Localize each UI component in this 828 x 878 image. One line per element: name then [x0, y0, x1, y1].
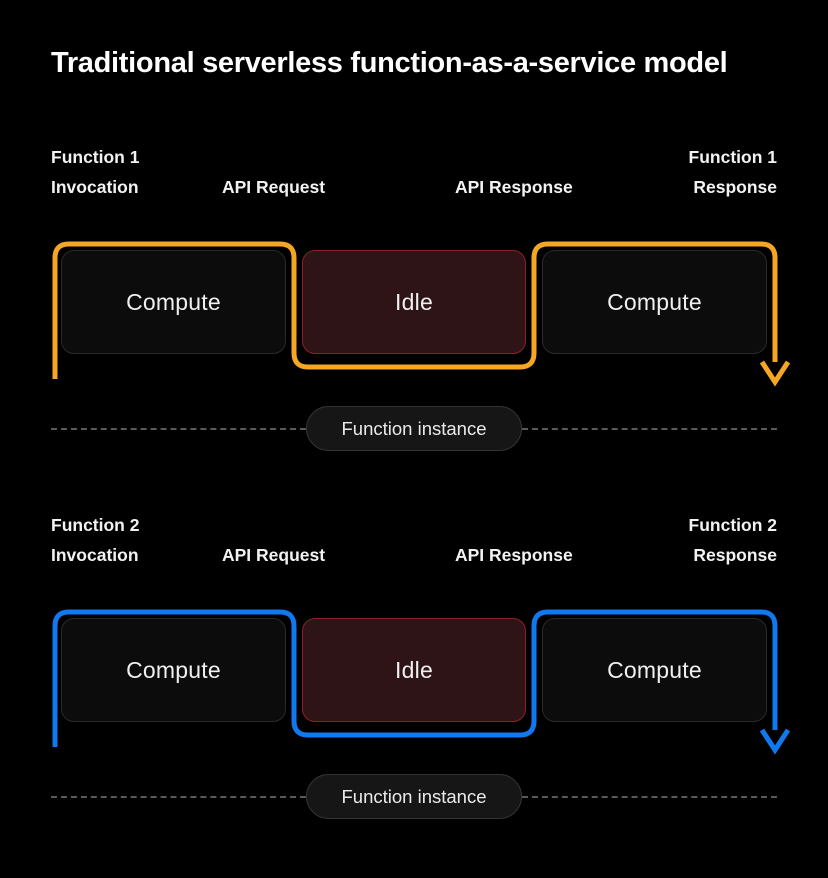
label-invocation-line2: Invocation: [51, 545, 139, 565]
label-response-line1: Function 1: [688, 147, 777, 167]
stage-box-idle: Idle: [302, 618, 526, 722]
label-invocation-line2: Invocation: [51, 177, 139, 197]
label-response-line2: Response: [693, 177, 777, 197]
execution-path-line: [52, 609, 791, 755]
dashed-line-left: [51, 428, 306, 430]
dashed-line-left: [51, 796, 306, 798]
stage-box-compute-2: Compute: [542, 250, 767, 354]
stage-box-idle: Idle: [302, 250, 526, 354]
stage-label: Compute: [607, 656, 702, 683]
page-title: Traditional serverless function-as-a-ser…: [51, 47, 728, 79]
label-api-request: API Request: [222, 545, 326, 565]
label-response-line2: Response: [693, 545, 777, 565]
stage-label: Compute: [126, 288, 221, 315]
execution-path-line: [52, 241, 791, 387]
function-instance-pill: Function instance: [306, 774, 522, 819]
stage-label: Idle: [395, 288, 433, 315]
function-instance-pill: Function instance: [306, 406, 522, 451]
stage-label: Compute: [126, 656, 221, 683]
function-instance-divider: Function instance: [0, 406, 828, 452]
dashed-line-right: [522, 428, 777, 430]
label-function-response: Function 2 Response: [689, 510, 777, 570]
stage-box-compute-1: Compute: [61, 250, 286, 354]
label-api-response: API Response: [455, 177, 573, 197]
label-api-response: API Response: [455, 545, 573, 565]
label-invocation-line1: Function 1: [51, 147, 140, 167]
function-instance-divider: Function instance: [0, 774, 828, 820]
label-response-line1: Function 2: [688, 515, 777, 535]
label-api-request: API Request: [222, 177, 326, 197]
label-function-invocation: Function 1 Invocation: [51, 142, 139, 202]
stage-label: Idle: [395, 656, 433, 683]
function-instance-label: Function instance: [341, 785, 487, 807]
label-invocation-line1: Function 2: [51, 515, 140, 535]
function-instance-label: Function instance: [341, 417, 487, 439]
dashed-line-right: [522, 796, 777, 798]
stage-band: Compute Idle Compute: [0, 236, 828, 391]
stage-band: Compute Idle Compute: [0, 604, 828, 759]
stage-box-compute-2: Compute: [542, 618, 767, 722]
stage-label: Compute: [607, 288, 702, 315]
label-function-invocation: Function 2 Invocation: [51, 510, 139, 570]
label-row: Function 2 Invocation API Request API Re…: [0, 503, 828, 565]
label-row: Function 1 Invocation API Request API Re…: [0, 135, 828, 197]
label-function-response: Function 1 Response: [689, 142, 777, 202]
stage-box-compute-1: Compute: [61, 618, 286, 722]
